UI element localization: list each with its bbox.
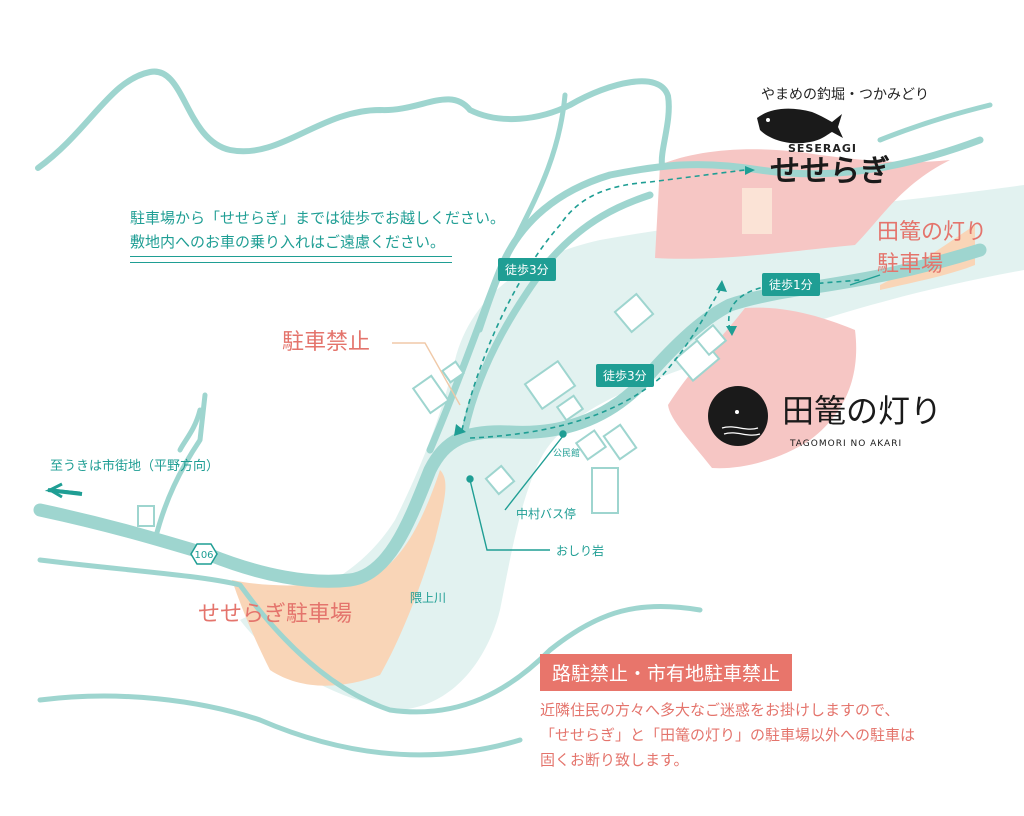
building — [591, 467, 619, 514]
walk-time-lower: 徒歩3分 — [596, 364, 654, 387]
branch-road-2 — [177, 407, 203, 453]
branch-road-1 — [152, 392, 208, 543]
brand-name: せせらぎ — [770, 154, 890, 189]
seseragi-parking-area — [232, 470, 446, 686]
east-road — [877, 102, 993, 143]
building — [574, 429, 608, 461]
leader-no-parking — [392, 342, 461, 406]
arrow-head — [745, 166, 755, 175]
instruction-line: 駐車場から「せせらぎ」までは徒歩でお越しください。 — [130, 209, 506, 227]
mountain-road — [35, 68, 672, 171]
hall-label: 公民館 — [553, 449, 581, 459]
west-road — [37, 693, 523, 758]
walking-instructions: 駐車場から「せせらぎ」までは徒歩でお越しください。 敷地内へのお車の乗り入れはご… — [130, 206, 505, 254]
arrow-head — [726, 326, 737, 336]
instruction-line: 敷地内へのお車の乗り入れはご遠慮ください。 — [130, 233, 446, 251]
tagomori-romaji: TAGOMORI NO AKARI — [790, 439, 903, 449]
notice-line: 「せせらぎ」と「田篭の灯り」の駐車場以外への駐車は — [540, 726, 916, 744]
building — [555, 394, 585, 422]
brand-romaji: SESERAGI — [788, 142, 857, 155]
building — [137, 505, 155, 527]
rock-marker — [466, 475, 474, 483]
seseragi-grounds — [655, 149, 950, 259]
seseragi-parking-label: せせらぎ駐車場 — [198, 602, 353, 627]
notice-line: 近隣住民の方々へ多大なご迷惑をお掛けしますので、 — [540, 701, 900, 719]
leader-rock — [469, 479, 550, 551]
river-label: 隈上川 — [410, 591, 447, 605]
notice-title: 路駐禁止・市有地駐車禁止 — [540, 654, 793, 691]
river — [240, 185, 1024, 710]
main-road-106 — [33, 243, 987, 588]
seseragi-building-area — [742, 188, 772, 234]
direction-label: 至うきは市街地（平野方向） — [50, 459, 220, 474]
building — [484, 464, 516, 496]
route-106-badge — [190, 543, 218, 565]
walk-time-middle: 徒歩1分 — [762, 273, 820, 296]
notice-body: 近隣住民の方々へ多大なご迷惑をお掛けしますので、 「せせらぎ」と「田篭の灯り」の… — [540, 698, 1000, 773]
instruction-underline — [130, 256, 452, 263]
trout-logo-icon — [757, 108, 843, 144]
bus-stop-label: 中村バス停 — [516, 507, 577, 521]
northwest-road — [477, 92, 568, 333]
riverside-road — [37, 557, 703, 715]
no-parking-label: 駐車禁止 — [282, 330, 371, 355]
direction-arrow-shaft — [47, 488, 83, 496]
tagomori-logo-icon — [708, 386, 768, 446]
tagomori-parking-label-2: 駐車場 — [877, 252, 944, 277]
notice-line: 固くお断り致します。 — [540, 751, 689, 769]
rock-label: おしり岩 — [556, 544, 605, 558]
building — [694, 323, 728, 357]
walk-route-tagomori — [728, 279, 861, 331]
building — [411, 374, 450, 415]
building — [602, 423, 638, 461]
walk-route-seseragi — [461, 169, 746, 431]
building — [613, 292, 655, 334]
leader-tagomori-parking — [849, 274, 881, 286]
building — [441, 360, 465, 384]
leader-bus-stop — [504, 435, 564, 511]
brand-tagline: やまめの釣堀・つかみどり — [761, 87, 929, 103]
tagomori-name: 田篭の灯り — [782, 392, 943, 430]
arrow-head — [716, 280, 727, 292]
tagomori-parking-label-1: 田篭の灯り — [877, 220, 988, 245]
bus-stop-marker — [559, 430, 567, 438]
route-106-number: 106 — [194, 550, 213, 561]
arrow-head — [454, 424, 466, 436]
building — [523, 359, 577, 411]
walk-time-upper: 徒歩3分 — [498, 258, 556, 281]
